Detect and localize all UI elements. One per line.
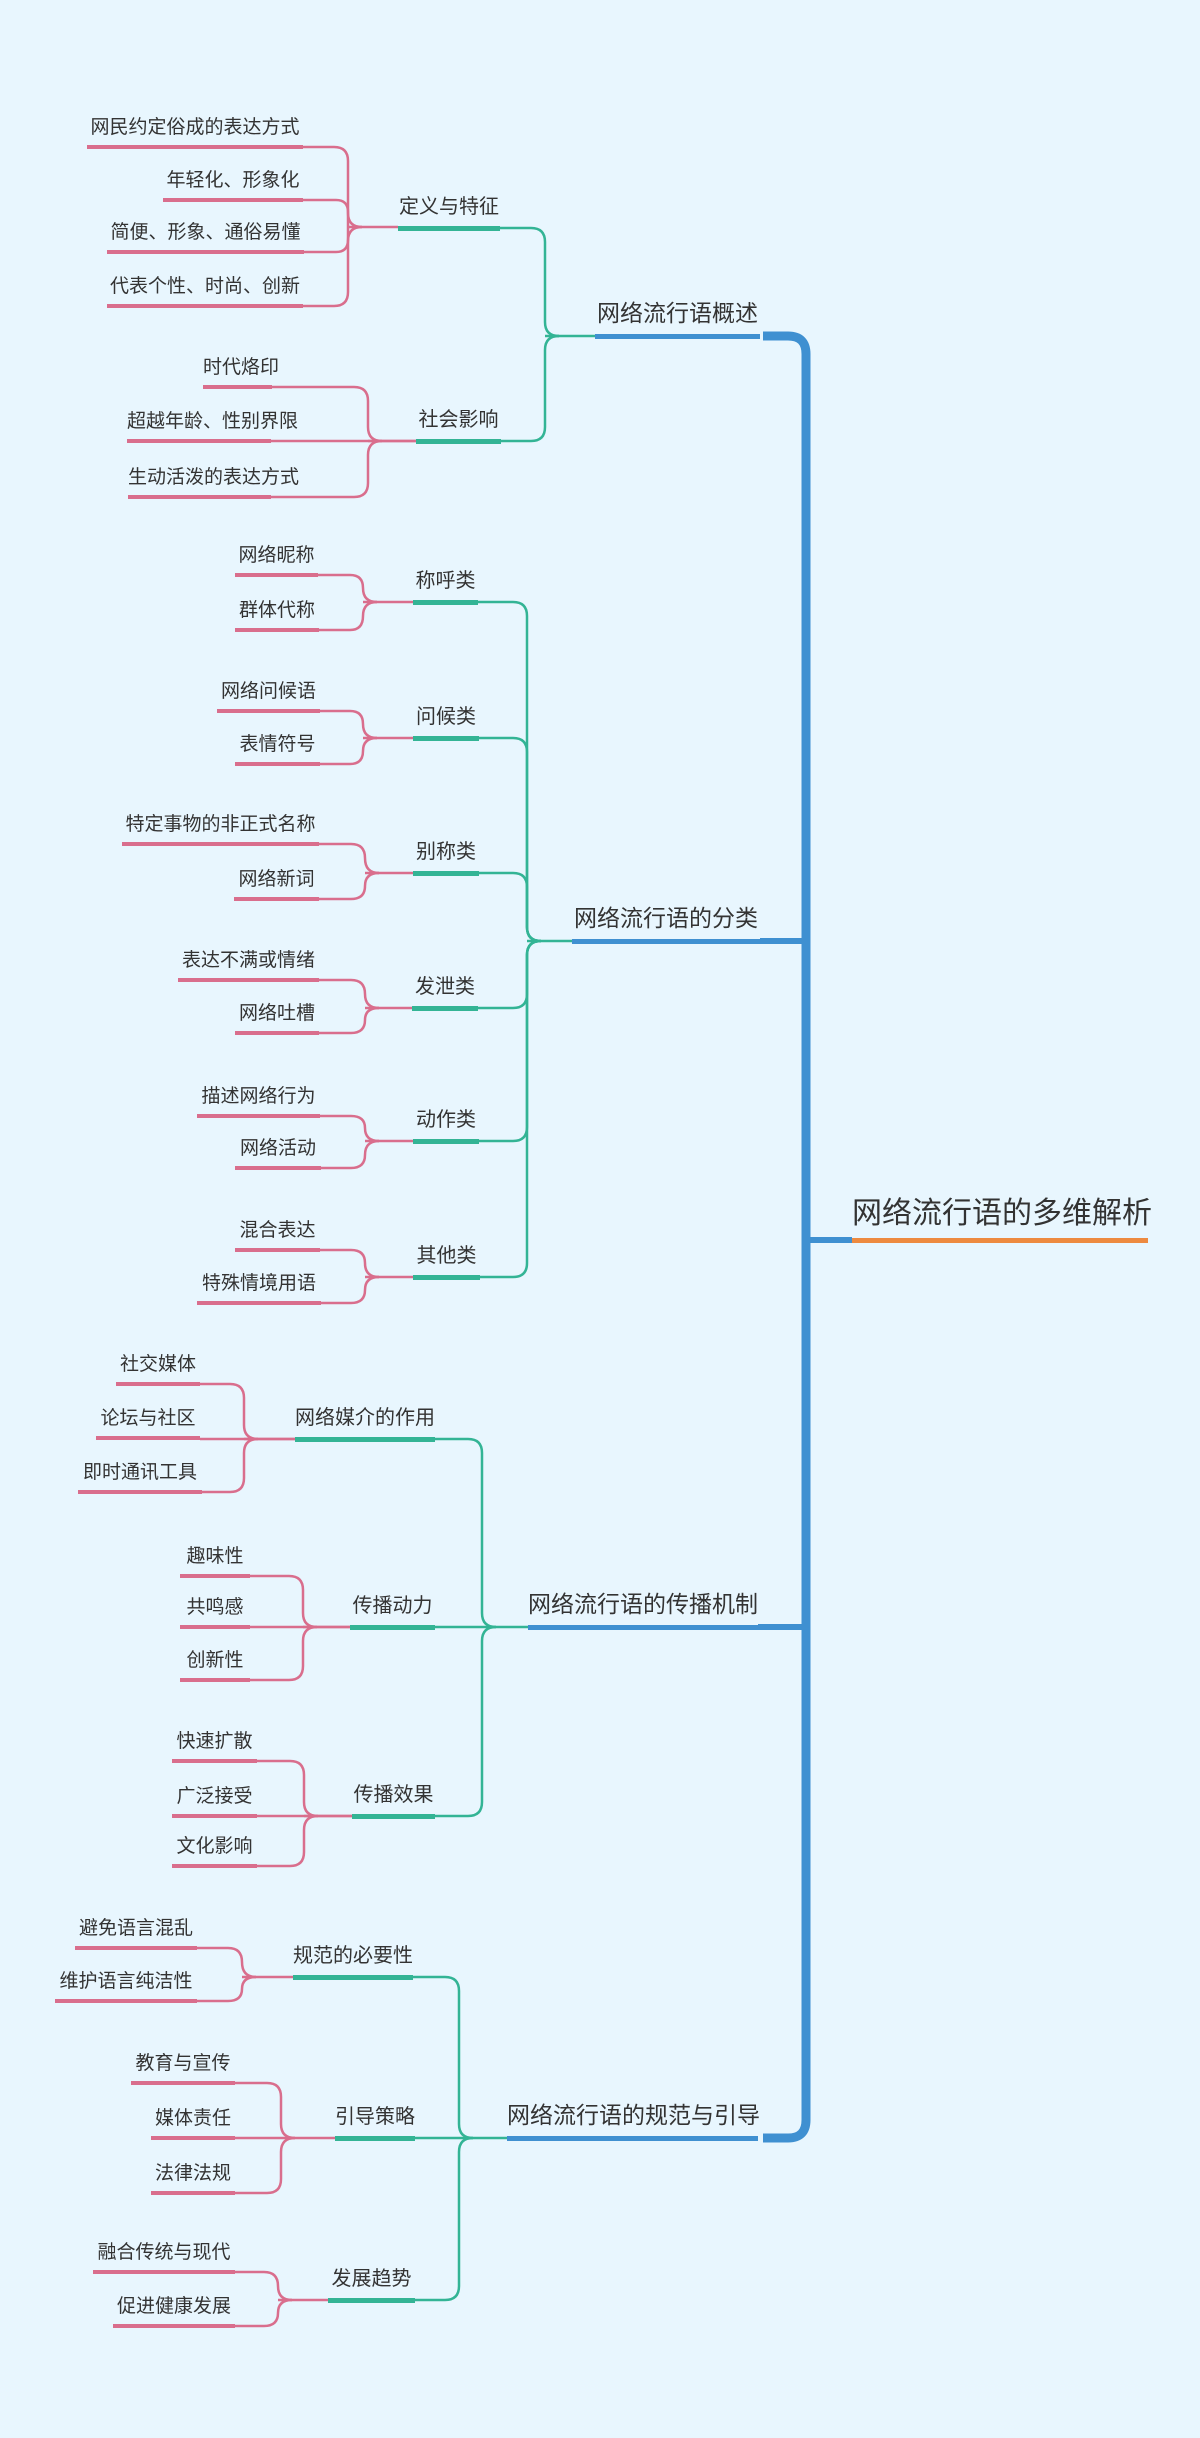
link-social-impact	[501, 334, 560, 443]
leaf-link	[319, 1006, 380, 1035]
leaf-link	[319, 978, 380, 1010]
link-regulation-necessity	[413, 1975, 474, 2140]
leaf-link	[235, 2136, 296, 2195]
leaf-node[interactable]: 促进健康发展	[113, 2295, 235, 2328]
leaf-node[interactable]: 特定事物的非正式名称	[122, 813, 319, 846]
leaf-link	[320, 709, 378, 740]
link-media-role	[435, 1437, 497, 1629]
link-venting-type	[478, 939, 542, 1010]
link-spread-effect	[435, 1625, 497, 1818]
leaf-node[interactable]: 生动活泼的表达方式	[128, 466, 299, 499]
leaf-node[interactable]: 创新性	[180, 1649, 250, 1682]
leaf-link	[319, 600, 378, 632]
leaf-node[interactable]: 超越年龄、性别界限	[127, 410, 298, 443]
leaf-link	[320, 1114, 380, 1143]
leaf-node[interactable]: 年轻化、形象化	[163, 169, 303, 202]
leaf-node[interactable]: 文化影响	[172, 1835, 257, 1868]
link-alias-type	[479, 871, 542, 943]
leaf-node[interactable]: 表情符号	[235, 733, 320, 766]
node-regulation-guidance[interactable]: 网络流行语的规范与引导	[507, 2102, 760, 2141]
link-definition-features	[500, 226, 560, 338]
leaf-link	[303, 145, 363, 229]
leaf-link	[318, 573, 378, 604]
node-spread-effect[interactable]: 传播效果	[352, 1783, 435, 1819]
leaf-link	[272, 385, 383, 443]
leaf-node[interactable]: 共鸣感	[180, 1596, 250, 1629]
leaf-node[interactable]: 描述网络行为	[197, 1085, 320, 1118]
leaf-link	[250, 1574, 318, 1629]
node-root[interactable]: 网络流行语的多维解析	[852, 1196, 1152, 1243]
leaf-node[interactable]: 网络吐槽	[235, 1002, 319, 1035]
leaf-link	[202, 1437, 259, 1494]
leaf-node[interactable]: 法律法规	[151, 2162, 235, 2195]
leaf-node[interactable]: 维护语言纯洁性	[55, 1970, 197, 2003]
leaf-link	[320, 736, 378, 766]
leaf-node[interactable]: 时代烙印	[203, 356, 279, 389]
leaf-node[interactable]: 群体代称	[235, 599, 319, 632]
leaf-link	[319, 871, 380, 901]
leaf-node[interactable]: 网络昵称	[235, 544, 318, 577]
leaf-link	[250, 1625, 318, 1682]
leaf-link	[257, 1814, 319, 1868]
leaf-link	[321, 1275, 380, 1305]
leaf-node[interactable]: 广泛接受	[172, 1785, 257, 1818]
leaf-node[interactable]: 避免语言混乱	[75, 1917, 197, 1950]
link-address-type	[478, 600, 542, 943]
leaf-node[interactable]: 即时通讯工具	[78, 1461, 202, 1494]
leaf-node[interactable]: 快速扩散	[172, 1730, 257, 1763]
node-venting-type[interactable]: 发泄类	[412, 975, 478, 1011]
leaf-node[interactable]: 简便、形象、通俗易懂	[107, 221, 304, 254]
link-other-type	[480, 939, 542, 1279]
leaf-node[interactable]: 社交媒体	[116, 1353, 200, 1386]
node-address-type[interactable]: 称呼类	[413, 569, 478, 605]
trunk-connector	[763, 331, 811, 2143]
leaf-link	[320, 1248, 380, 1279]
leaf-link	[197, 1975, 257, 2003]
node-alias-type[interactable]: 别称类	[413, 840, 479, 876]
node-other-type[interactable]: 其他类	[413, 1244, 480, 1280]
leaf-link	[271, 439, 383, 499]
leaf-link	[197, 1946, 257, 1979]
leaf-link	[235, 2298, 293, 2328]
node-spread-mechanism[interactable]: 网络流行语的传播机制	[528, 1591, 758, 1630]
node-classification[interactable]: 网络流行语的分类	[572, 905, 760, 944]
leaf-link	[321, 1139, 380, 1170]
leaf-node[interactable]: 表达不满或情绪	[178, 949, 319, 982]
leaf-link	[235, 2270, 293, 2302]
link-action-type	[479, 939, 542, 1143]
node-definition-features[interactable]: 定义与特征	[398, 195, 500, 231]
link-greeting-type	[479, 736, 542, 943]
node-development-trend[interactable]: 发展趋势	[328, 2267, 415, 2303]
leaf-node[interactable]: 网络活动	[235, 1137, 321, 1170]
leaf-node[interactable]: 趣味性	[180, 1545, 250, 1578]
node-social-impact[interactable]: 社会影响	[416, 408, 501, 444]
leaf-node[interactable]: 论坛与社区	[96, 1407, 200, 1440]
node-spread-motivation[interactable]: 传播动力	[350, 1594, 435, 1630]
leaf-node[interactable]: 代表个性、时尚、创新	[107, 275, 303, 308]
node-regulation-necessity[interactable]: 规范的必要性	[293, 1944, 413, 1980]
leaf-link	[304, 227, 350, 254]
leaf-link	[303, 198, 350, 227]
node-overview[interactable]: 网络流行语概述	[595, 300, 760, 339]
leaf-link	[200, 1382, 259, 1441]
leaf-link	[257, 1759, 319, 1818]
node-greeting-type[interactable]: 问候类	[413, 705, 479, 741]
node-guidance-strategy[interactable]: 引导策略	[335, 2105, 415, 2141]
leaf-node[interactable]: 教育与宣传	[131, 2052, 235, 2085]
leaf-node[interactable]: 融合传统与现代	[93, 2241, 235, 2274]
leaf-node[interactable]: 媒体责任	[151, 2107, 235, 2140]
leaf-node[interactable]: 混合表达	[235, 1219, 320, 1252]
leaf-node[interactable]: 网民约定俗成的表达方式	[87, 116, 303, 149]
leaf-link	[303, 225, 363, 308]
node-action-type[interactable]: 动作类	[413, 1108, 479, 1144]
leaf-node[interactable]: 网络新词	[234, 868, 319, 901]
node-media-role[interactable]: 网络媒介的作用	[295, 1406, 435, 1442]
leaf-link	[319, 842, 380, 875]
leaf-node[interactable]: 特殊情境用语	[197, 1272, 321, 1305]
link-development-trend	[415, 2136, 474, 2302]
leaf-node[interactable]: 网络问候语	[217, 680, 320, 713]
leaf-link	[235, 2081, 296, 2140]
